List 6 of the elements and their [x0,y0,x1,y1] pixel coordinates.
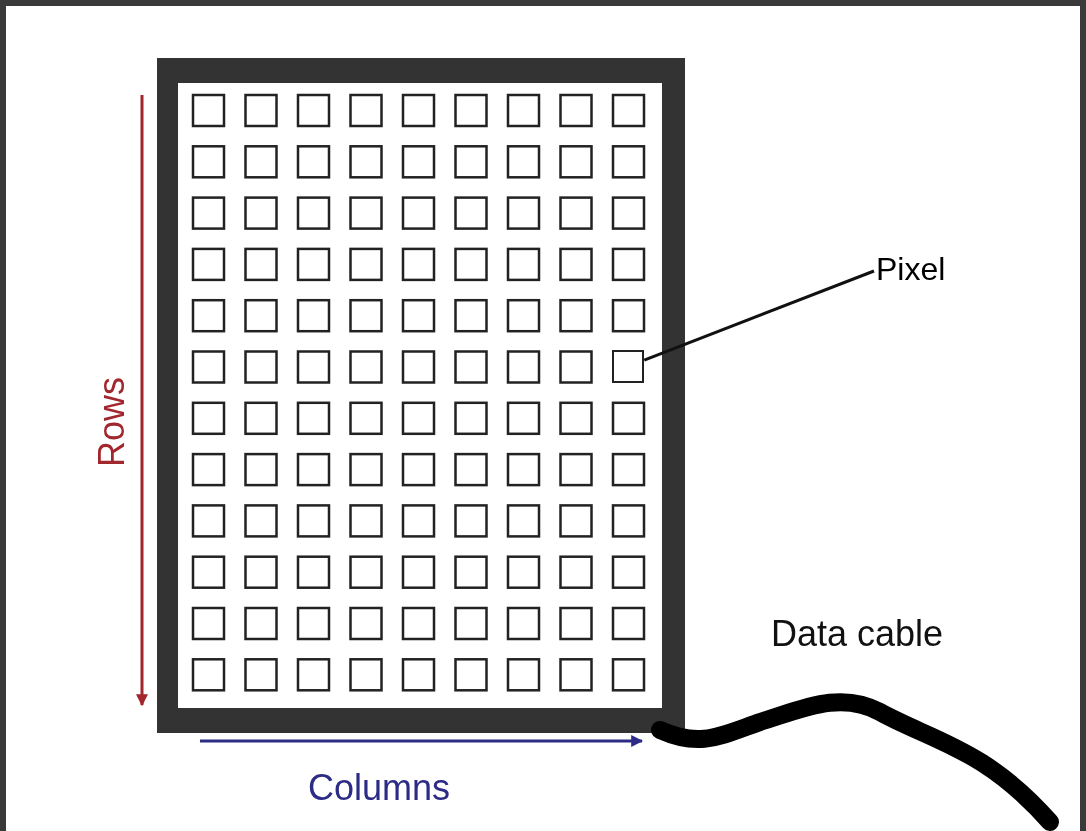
callout-label: Pixel [876,253,946,285]
axis-label: Rows [94,377,130,467]
cable-label: Data cable [771,616,944,652]
leader-line [643,269,875,362]
axis-label: Columns [308,770,451,806]
pixel-square [611,350,645,383]
